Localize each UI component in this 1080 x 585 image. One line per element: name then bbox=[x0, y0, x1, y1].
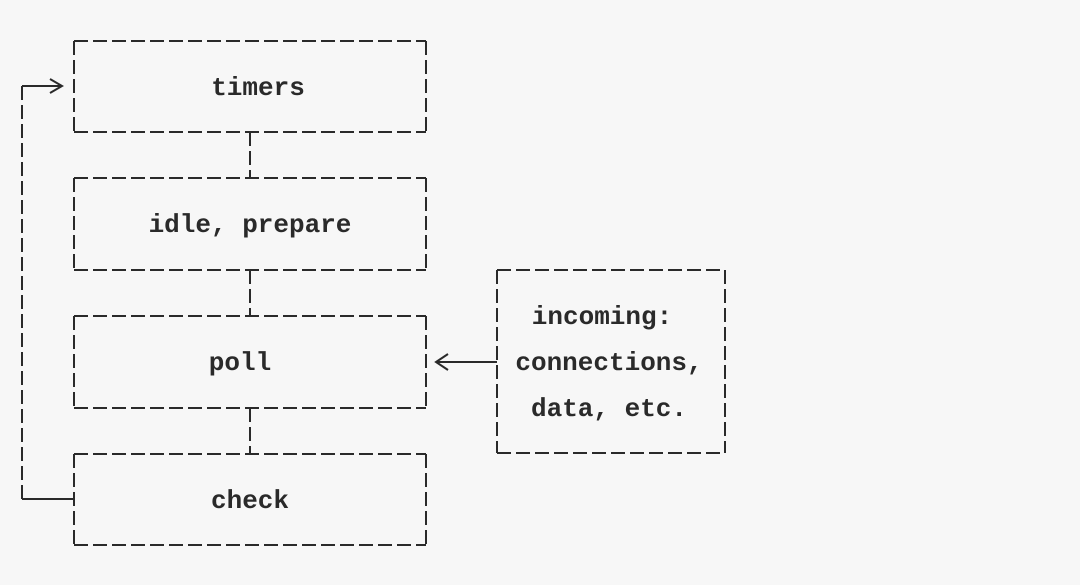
phase-label-idle-prepare: idle, prepare bbox=[149, 210, 352, 240]
incoming-to-poll-arrow bbox=[434, 353, 497, 371]
loop-arrowhead-icon bbox=[49, 78, 64, 94]
phase-box-check: check bbox=[73, 453, 427, 546]
phase-box-poll: poll bbox=[73, 315, 427, 409]
incoming-arrowhead-icon bbox=[434, 353, 449, 371]
phase-box-idle-prepare: idle, prepare bbox=[73, 177, 427, 271]
phase-label-check: check bbox=[211, 486, 289, 516]
phase-box-timers: timers bbox=[73, 40, 427, 133]
incoming-box: incoming: connections, data, etc. bbox=[496, 269, 726, 454]
loop-back-arrow bbox=[21, 78, 74, 500]
phase-label-timers: timers bbox=[211, 73, 305, 103]
incoming-line-3: data, etc. bbox=[531, 394, 687, 424]
incoming-line-1: incoming: bbox=[532, 302, 672, 332]
phase-label-poll: poll bbox=[209, 348, 271, 378]
incoming-line-2: connections, bbox=[515, 348, 702, 378]
